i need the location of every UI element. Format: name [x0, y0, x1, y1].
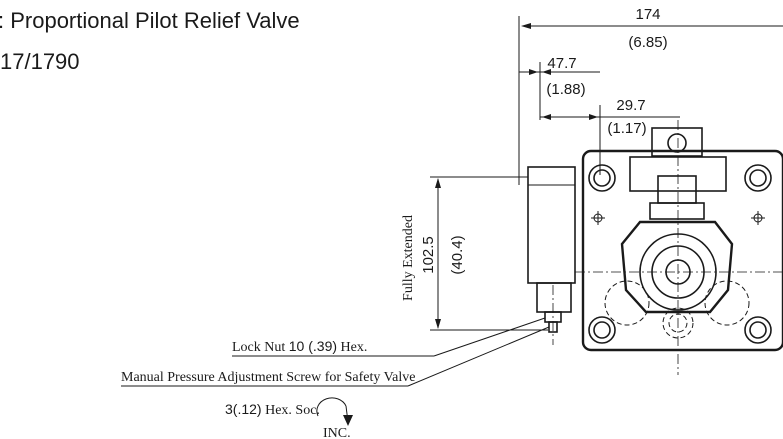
- offset-b-dimension: 29.7 (1.17): [540, 97, 680, 175]
- overall-width-dimension: 174 (6.85): [518, 6, 783, 185]
- leader-lines: [121, 317, 550, 387]
- increase-rotation-arrow-icon: [316, 397, 353, 426]
- hex-socket-callout: 3(.12) Hex. Soc.: [225, 401, 320, 418]
- offset-b-mm: 29.7: [616, 97, 645, 114]
- offset-a-dimension: 47.7 (1.88): [519, 55, 600, 120]
- offset-a-in: (1.88): [546, 81, 585, 98]
- solenoid-housing: [527, 166, 576, 345]
- height-in: (40.4): [449, 235, 466, 274]
- valve-main-body: [575, 120, 783, 375]
- lock-nut-callout: Lock Nut 10 (.39) Hex.: [232, 338, 367, 355]
- drawing-model-number: 17/1790: [0, 49, 80, 74]
- height-mm: 102.5: [420, 236, 437, 274]
- height-label: Fully Extended: [401, 215, 416, 301]
- drawing-title: : Proportional Pilot Relief Valve: [0, 8, 300, 33]
- overall-width-mm: 174: [635, 6, 660, 23]
- offset-b-in: (1.17): [607, 120, 646, 137]
- overall-width-in: (6.85): [628, 34, 667, 51]
- offset-a-mm: 47.7: [547, 55, 576, 72]
- adjustment-screw-callout: Manual Pressure Adjustment Screw for Saf…: [121, 370, 415, 385]
- increase-label: INC.: [323, 426, 351, 439]
- height-dimension: Fully Extended 102.5 (40.4): [401, 176, 548, 331]
